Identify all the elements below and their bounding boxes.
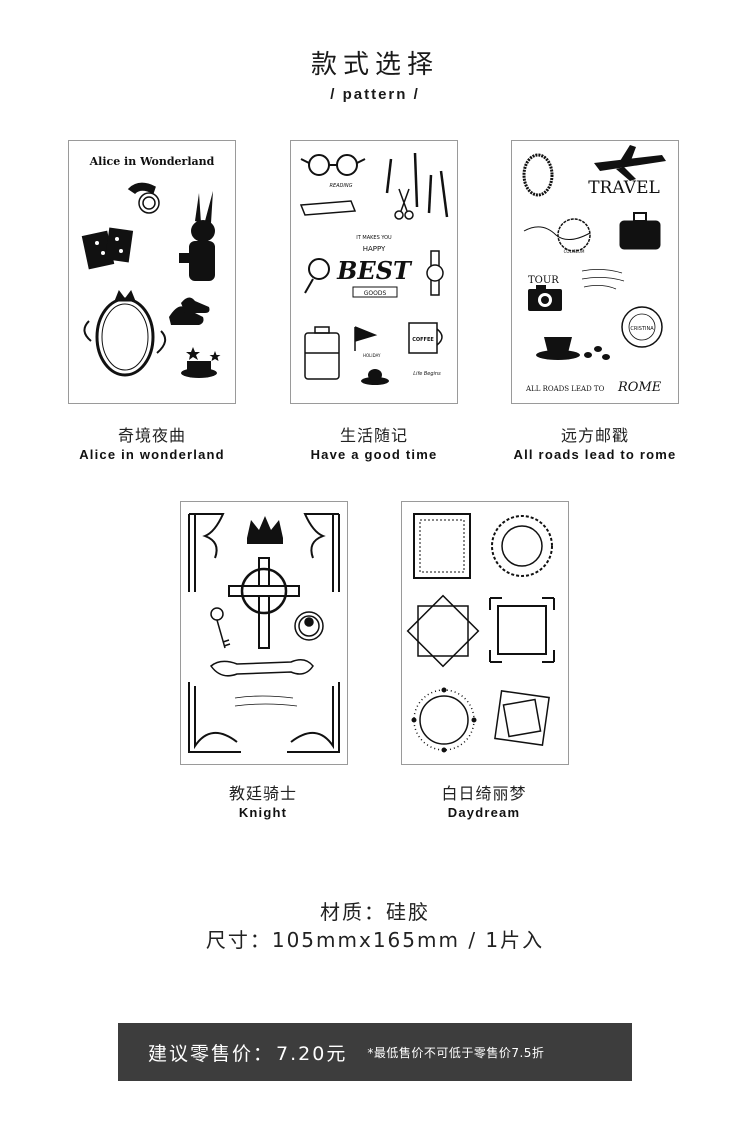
scalloped-frame-icon <box>491 515 553 577</box>
card-title-cn-knight: 教廷骑士 <box>228 784 297 803</box>
circle-frame-icon <box>411 687 477 753</box>
ribbon-banner-icon <box>299 200 357 216</box>
price-label: 建议零售价： <box>148 1042 275 1065</box>
key-icon <box>210 607 231 649</box>
reading-text: READING <box>330 183 353 189</box>
page-title: 款式选择 <box>310 50 439 80</box>
card-title-en-alice: Alice in wonderland <box>79 447 225 462</box>
goods-text: GOODS <box>364 290 387 297</box>
daydream-stamp-art <box>406 513 555 753</box>
material-spec: 材质：硅胶 <box>320 900 430 924</box>
playing-cards-icon <box>81 227 134 270</box>
coliseum-text: COLISEUM <box>564 249 585 254</box>
coffee-text: COFFEE <box>412 337 434 343</box>
airplane-icon <box>594 145 666 181</box>
good-time-stamp-art: READING IT MAKES YOU HAPPY BEST GOODS HO… <box>299 152 449 385</box>
coin-icon <box>294 611 324 641</box>
card-title-en-rome: All roads lead to rome <box>513 447 677 462</box>
coffee-saucer-icon <box>536 337 580 360</box>
scroll-banner-icon <box>209 659 314 677</box>
cristina-text: CRISTINA <box>630 326 654 332</box>
cross-sword-icon <box>228 557 300 649</box>
luggage-icon <box>619 212 661 250</box>
all-roads-text: ALL ROADS LEAD TO <box>525 385 605 393</box>
price-bar: 建议零售价： 7.20元 *最低售价不可低于零售价7.5折 <box>118 1023 632 1081</box>
glasses-icon <box>300 154 366 176</box>
stamp-card-alice[interactable]: Alice in Wonderland <box>68 140 236 404</box>
scissors-icon <box>394 188 414 220</box>
card-title-cn-good-time: 生活随记 <box>339 426 408 445</box>
rabbit-icon <box>179 191 215 281</box>
card-title-en-good-time: Have a good time <box>310 447 438 462</box>
round-postmark-icon <box>557 218 591 252</box>
pocket-watch-icon <box>127 182 160 214</box>
price-value: 7.20元 <box>276 1042 348 1065</box>
camera-icon <box>528 285 562 311</box>
shoes-icon <box>169 297 210 325</box>
rome-text: ROME <box>617 380 662 395</box>
price-note: *最低售价不可低于零售价7.5折 <box>367 1045 545 1060</box>
life-begins-text: Life Begins <box>413 371 441 377</box>
stamp-card-knight[interactable] <box>180 501 348 765</box>
square-frame-icon <box>413 513 471 579</box>
size-spec: 尺寸：105mmx165mm / 1片入 <box>205 928 545 952</box>
corner-square-frame-icon <box>489 597 555 663</box>
happy-text: HAPPY <box>363 245 386 253</box>
corner-ornament-icon <box>188 513 340 753</box>
pens-icon <box>385 152 449 218</box>
suitcase-icon <box>304 326 340 380</box>
stamp-card-good-time[interactable]: READING IT MAKES YOU HAPPY BEST GOODS HO… <box>290 140 458 404</box>
pennant-icon <box>354 326 378 351</box>
tilted-photo-frame-icon <box>494 690 550 746</box>
magnifier-icon <box>304 258 330 294</box>
travel-text: TRAVEL <box>588 178 660 198</box>
ornate-mirror-icon <box>83 289 167 377</box>
card-title-cn-rome: 远方邮戳 <box>560 426 629 445</box>
page-subtitle: / pattern / <box>330 86 420 103</box>
card-title-cn-alice: 奇境夜曲 <box>117 426 186 445</box>
tour-text: TOUR <box>528 275 559 286</box>
magic-hat-icon <box>181 347 221 378</box>
alice-stamp-art: Alice in Wonderland <box>81 155 221 378</box>
sun-hat-icon <box>361 369 389 385</box>
wristwatch-icon <box>426 250 444 296</box>
card-title-en-daydream: Daydream <box>447 805 521 820</box>
coffee-beans-icon <box>584 346 610 360</box>
stamp-card-daydream[interactable] <box>401 501 569 765</box>
makes-you-text: IT MAKES YOU <box>356 235 392 241</box>
stamp-card-rome[interactable]: TRAVEL COLISEUM TOUR CRISTINA ALL ROADS … <box>511 140 679 404</box>
holiday-text: HOLIDAY <box>363 353 381 358</box>
knight-stamp-art <box>188 513 340 753</box>
cristina-postmark-icon <box>621 306 663 348</box>
crown-icon <box>247 516 283 544</box>
coffee-cup-icon <box>408 322 443 354</box>
alice-heading-text: Alice in Wonderland <box>89 155 215 168</box>
card-title-en-knight: Knight <box>238 805 288 820</box>
oval-postmark-icon <box>522 153 554 197</box>
rome-stamp-art: TRAVEL COLISEUM TOUR CRISTINA ALL ROADS … <box>522 145 666 395</box>
best-text: BEST <box>336 256 413 285</box>
card-title-cn-daydream: 白日绮丽梦 <box>441 784 527 803</box>
rotated-squares-frame-icon <box>406 594 480 668</box>
